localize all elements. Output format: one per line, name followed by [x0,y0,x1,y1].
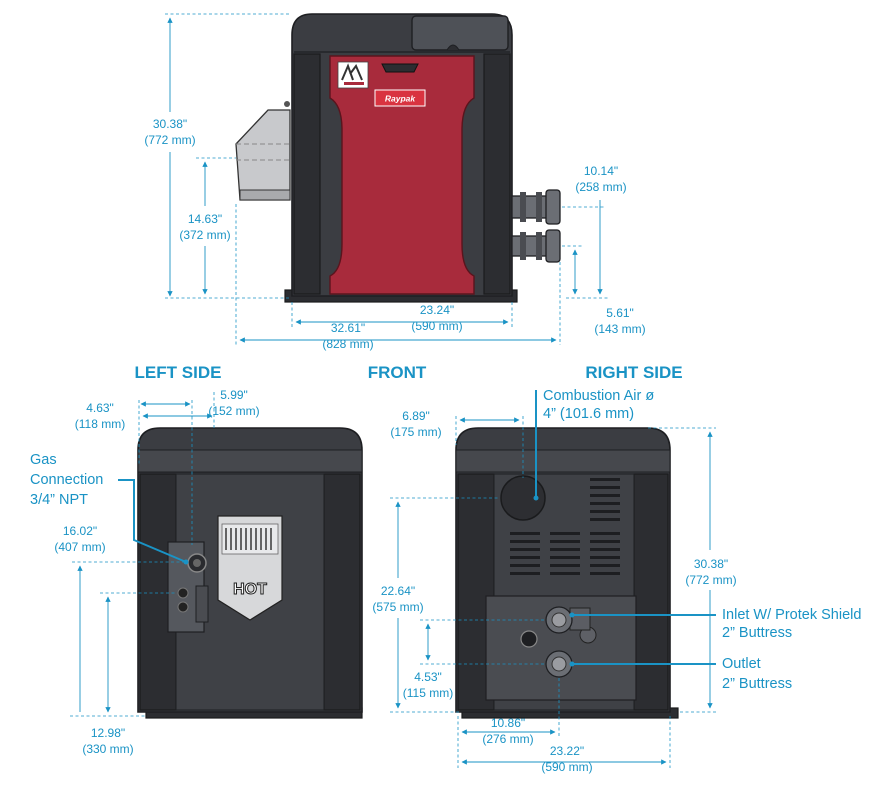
dim-width-front: 23.24" [420,303,454,317]
inlet-callout-line1: Inlet W/ Protek Shield [722,607,861,623]
dim-center-width-mm: (276 mm) [482,732,533,746]
dim-total-width: 23.22" [550,744,584,758]
dim-inlet-height-mm: (575 mm) [372,600,423,614]
outlet-callout-line2: 2” Buttress [722,676,792,692]
left-side-heater-drawing: HOT [137,427,363,719]
raypak-logo-text: Raypak [385,94,417,104]
hot-label-text: HOT [233,581,267,598]
dim-offset-b: 5.99" [220,388,248,402]
outlet-callout-line1: Outlet [722,656,761,672]
dim-vent-offset-mm: (175 mm) [390,425,441,439]
title-front: FRONT [368,363,427,382]
inlet-fitting-top [511,189,561,225]
dim-inlet-height: 22.64" [381,584,415,598]
hot-warning-label: HOT [217,515,283,621]
dim-gas-height: 16.02" [63,524,97,538]
left-side-dimensions: 4.63" (118 mm) 5.99" (152 mm) Gas Connec… [30,388,260,756]
dim-gas-low: 12.98" [91,726,125,740]
dim-pipe-bottom: 5.61" [606,306,634,320]
outlet-fitting-bottom [511,229,561,263]
dim-height-gas-mm: (372 mm) [179,228,230,242]
dim-gas-height-mm: (407 mm) [54,540,105,554]
combustion-air-port [500,475,546,521]
dim-width-front-mm: (590 mm) [411,319,462,333]
dim-offset-a: 4.63" [86,401,114,415]
dim-height-total: 30.38" [153,117,187,131]
dim-vent-offset: 6.89" [402,409,430,423]
dim-pipe-bottom-mm: (143 mm) [594,322,645,336]
dim-height-gas: 14.63" [188,212,222,226]
vent-louvers [510,478,620,575]
dim-offset-a-mm: (118 mm) [75,417,125,431]
dim-pipe-top-mm: (258 mm) [575,180,626,194]
gas-callout-line2: Connection [30,472,103,488]
right-side-dimensions: Combustion Air ø 4” (101.6 mm) 6.89" (17… [372,388,861,774]
dim-center-width: 10.86" [491,716,525,730]
dim-gas-low-mm: (330 mm) [82,742,133,756]
gas-callout-line1: Gas [30,452,57,468]
title-right-side: RIGHT SIDE [585,363,682,382]
right-side-heater-drawing [455,427,679,719]
dim-right-total-height: 30.38" [694,557,728,571]
combustion-callout-line2: 4” (101.6 mm) [543,406,634,422]
dim-width-total-mm: (828 mm) [322,337,373,351]
dim-height-total-mm: (772 mm) [144,133,195,147]
ava-logo [337,61,369,89]
dim-width-total: 32.61" [331,321,365,335]
dim-outlet-height: 4.53" [414,670,442,684]
title-left-side: LEFT SIDE [135,363,222,382]
dim-right-total-height-mm: (772 mm) [685,573,736,587]
combustion-callout-line1: Combustion Air ø [543,388,654,404]
front-heater-dimensions: 30.38" (772 mm) 14.63" (372 mm) 23.24" (… [144,13,646,351]
inlet-callout-line2: 2” Buttress [722,625,792,641]
front-heater-drawing: Raypak [235,13,561,303]
dim-outlet-height-mm: (115 mm) [403,686,453,700]
gas-callout-line3: 3/4” NPT [30,492,88,508]
dim-pipe-top: 10.14" [584,164,618,178]
dim-offset-b-mm: (152 mm) [208,404,259,418]
dim-total-width-mm: (590 mm) [541,760,592,774]
